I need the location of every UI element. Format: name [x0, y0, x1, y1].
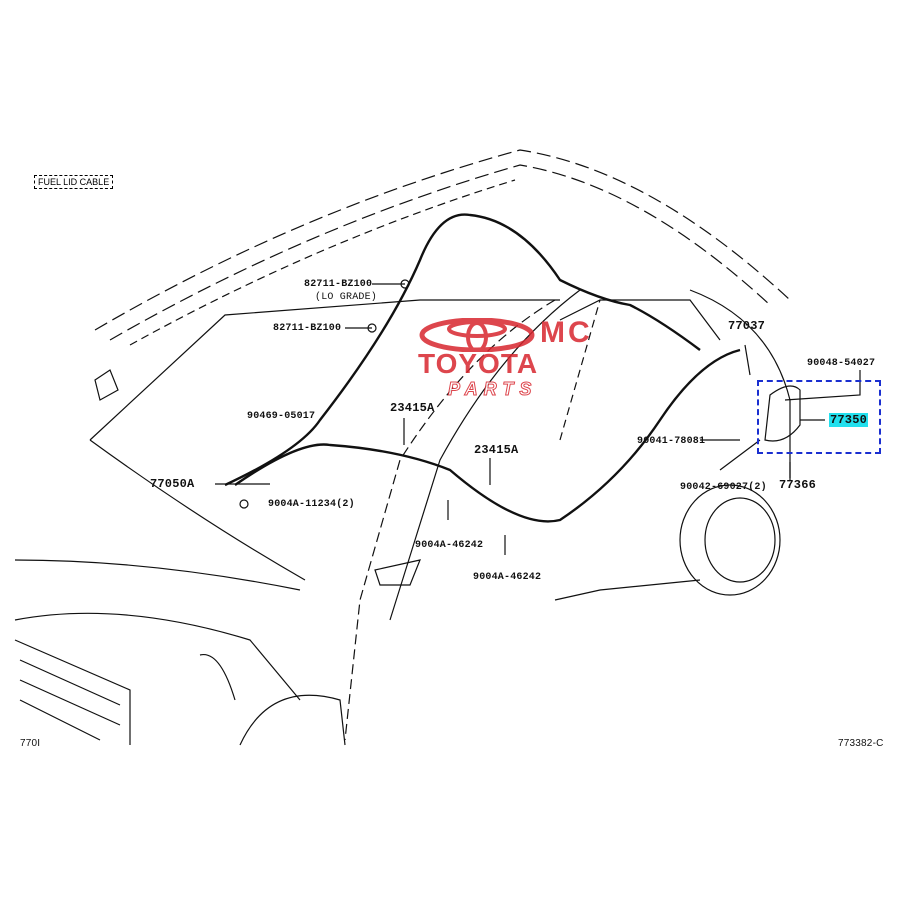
selected-part-box[interactable]: [757, 380, 881, 454]
part-label-77366[interactable]: 77366: [779, 478, 817, 492]
part-label-23415a-1[interactable]: 23415A: [390, 401, 435, 415]
figure-code: 773382-C: [838, 738, 884, 749]
toyota-emblem-icon: [419, 318, 535, 352]
part-note-lo-grade: (LO GRADE): [315, 292, 378, 303]
watermark-parts: PARTS: [447, 379, 538, 399]
diagram-title: FUEL LID CABLE: [34, 175, 114, 189]
corner-code: 770I: [20, 738, 41, 749]
part-label-9004a-46242-1[interactable]: 9004A-46242: [415, 540, 484, 551]
part-label-82711-lo[interactable]: 82711-BZ100: [304, 279, 373, 290]
part-label-90042[interactable]: 90042-69027(2): [680, 482, 767, 493]
part-label-77037[interactable]: 77037: [728, 319, 766, 333]
watermark-toyota: TOYOTA: [418, 348, 539, 379]
part-label-77050a[interactable]: 77050A: [150, 477, 195, 491]
part-label-90041[interactable]: 90041-78081: [637, 436, 706, 447]
part-label-9004a-46242-2[interactable]: 9004A-46242: [473, 572, 542, 583]
watermark-mc: MC: [540, 316, 593, 349]
part-label-77350[interactable]: 77350: [829, 413, 869, 427]
part-label-9004a-11234[interactable]: 9004A-11234(2): [268, 499, 355, 510]
part-label-23415a-2[interactable]: 23415A: [474, 443, 519, 457]
part-label-90469[interactable]: 90469-05017: [247, 411, 316, 422]
part-label-82711[interactable]: 82711-BZ100: [273, 323, 342, 334]
part-label-90048[interactable]: 90048-54027: [807, 358, 876, 369]
